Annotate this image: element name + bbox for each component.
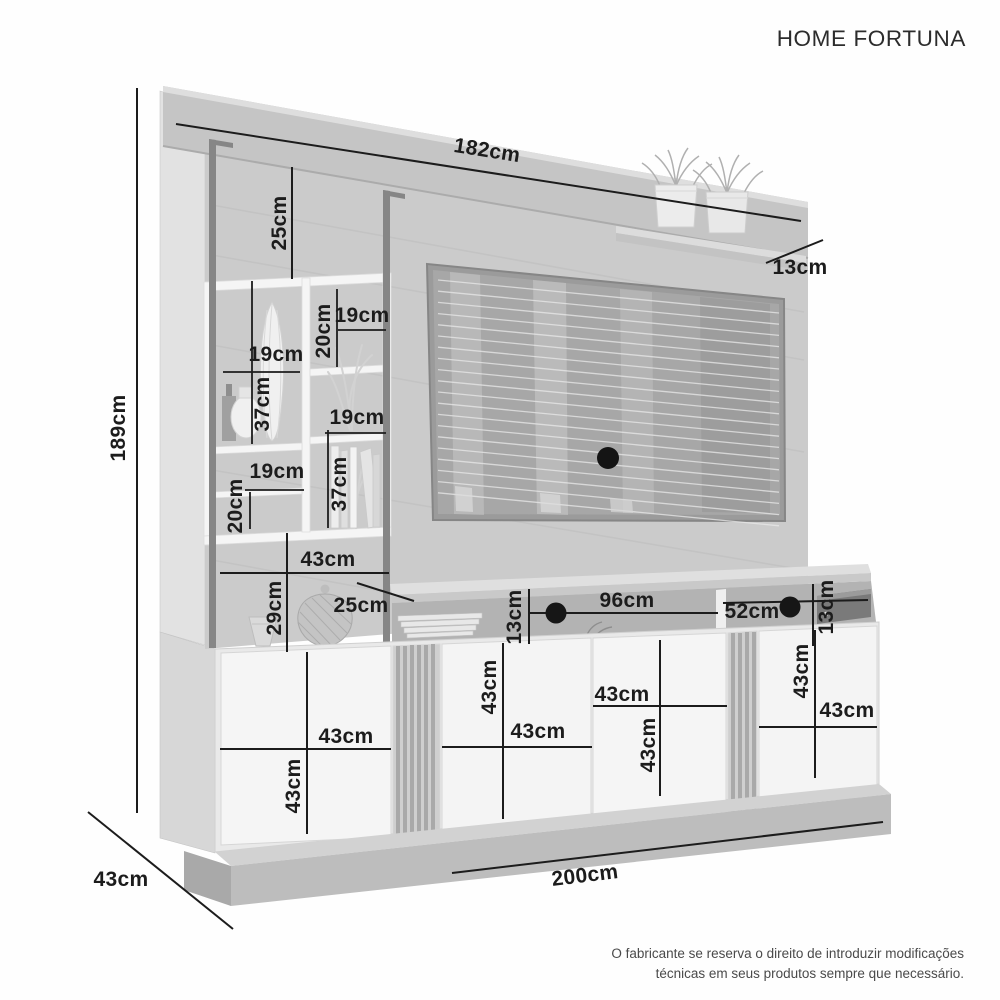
tv-reflection-window — [540, 493, 561, 513]
dim-top-shelf-depth: 13cm — [772, 256, 828, 279]
tv-blind-line — [437, 469, 780, 505]
metal-rod-left-bracket — [209, 139, 233, 148]
deco-shelf-top — [390, 564, 871, 595]
books-icon — [330, 445, 381, 529]
dim-cubby-top-left-width: 19cm — [248, 343, 304, 366]
plant-shelf-top — [616, 226, 806, 263]
tv-blind-line — [437, 492, 780, 527]
plinth-left-side — [184, 851, 231, 906]
dim-unit-depth: 43cm — [93, 868, 149, 891]
dim-cubby-bottom-right-height: 37cm — [328, 456, 351, 512]
plinth-top — [215, 784, 891, 866]
tv-blind-line — [437, 480, 780, 516]
dim-door4-height: 43cm — [790, 643, 813, 699]
dimline-top-shelf-depth — [765, 239, 824, 264]
tv-screen — [433, 270, 780, 515]
tv-blind-line — [437, 402, 780, 437]
marker-dot-right — [779, 596, 801, 618]
crown-bottom-edge — [162, 145, 809, 259]
tv-blind-line — [437, 458, 780, 493]
tv-blind-line — [437, 368, 780, 404]
tv-blind-line — [437, 324, 780, 359]
hutch-bottom — [203, 526, 392, 546]
dim-niche-right-height: 13cm — [815, 579, 838, 635]
tv-blind-line — [437, 413, 780, 449]
tv — [425, 262, 787, 527]
tv-blind-line — [437, 335, 780, 370]
dimline-deco-shelf-depth — [356, 582, 415, 602]
dim-cubby-mid-right-width: 19cm — [329, 406, 385, 429]
slats — [396, 632, 756, 836]
tv-blind-line — [437, 290, 780, 325]
dim-deco-shelf-depth: 25cm — [333, 594, 389, 617]
tv-blind-line — [437, 279, 780, 314]
dim-niche-left-width: 96cm — [599, 589, 655, 612]
tv-reflection-band — [700, 297, 770, 513]
dim-cubby-top-left-height: 37cm — [251, 376, 274, 432]
dim-total-height: 189cm — [107, 394, 130, 462]
soundbar-icon — [817, 589, 871, 624]
dim-niche-right-width: 52cm — [724, 600, 780, 623]
dim-cubby-top-right-width: 19cm — [334, 304, 390, 327]
plant-shelf-front — [616, 233, 806, 271]
dim-hutch-stand-height: 29cm — [263, 580, 286, 636]
disclaimer-line-2: técnicas em seus produtos sempre que nec… — [655, 966, 964, 982]
disclaimer-line-1: O fabricante se reserva o direito de int… — [611, 946, 964, 961]
tv-blind-line — [437, 346, 780, 381]
metal-rods — [209, 139, 405, 648]
tv-blind-line — [437, 424, 780, 460]
plinth-front — [231, 794, 891, 906]
tv-reflection-window — [455, 486, 473, 512]
dimline-depth — [87, 811, 234, 930]
cup-icon — [248, 616, 278, 647]
dim-niche-left-height: 13cm — [503, 589, 526, 645]
dim-door4-width: 43cm — [819, 699, 875, 722]
dim-door3-width: 43cm — [594, 683, 650, 706]
dim-door3-height: 43cm — [637, 717, 660, 773]
manufacturer-disclaimer: O fabricante se reserva o direito de int… — [611, 944, 964, 985]
plant-foliage-icon — [692, 154, 764, 194]
plates-stack-icon — [397, 612, 483, 639]
dim-door2-height: 43cm — [478, 659, 501, 715]
dim-door1-height: 43cm — [282, 758, 305, 814]
dim-door1-width: 43cm — [318, 725, 374, 748]
plant-pot-2 — [692, 154, 764, 234]
hutch-mullion — [301, 277, 311, 533]
dimline-base-width — [451, 821, 884, 874]
panel-left-side — [159, 90, 206, 646]
tv-blind-line — [437, 357, 780, 393]
tv-blind-line — [437, 380, 780, 415]
tv-blind-line — [437, 312, 780, 348]
dim-door2-width: 43cm — [510, 720, 566, 743]
metal-rod-right — [383, 190, 390, 646]
dim-cubby-bottom-left-width: 19cm — [249, 460, 305, 483]
metal-rod-right-bracket — [383, 190, 405, 199]
dimline-panel-width — [175, 123, 802, 222]
dark-bottle-icon — [226, 384, 232, 396]
cabinet-left-side — [159, 631, 216, 854]
dim-cubby-top-right-height: 20cm — [312, 303, 335, 359]
tv-blind-line — [437, 391, 780, 426]
dim-crown-gap-height: 25cm — [268, 195, 291, 251]
round-vase-neck — [238, 386, 254, 399]
tv-reflection-band — [450, 272, 484, 515]
marker-dot-left — [545, 602, 567, 624]
tv-blinds-reflection — [437, 279, 780, 527]
metal-rod-left — [209, 139, 216, 648]
tall-vase-ribs — [262, 303, 282, 442]
tv-blind-line — [437, 301, 780, 337]
dim-hutch-width: 43cm — [300, 548, 356, 571]
tv-reflection-band — [533, 280, 568, 515]
deco-shelf-front — [392, 573, 871, 603]
dimension-lines — [87, 88, 884, 930]
dim-cubby-bottom-left-height: 20cm — [224, 478, 247, 534]
product-title: HOME FORTUNA — [776, 26, 966, 51]
tv-reflection-window — [610, 498, 633, 513]
tv-dot — [597, 447, 619, 469]
crown-top-edge — [163, 86, 808, 208]
